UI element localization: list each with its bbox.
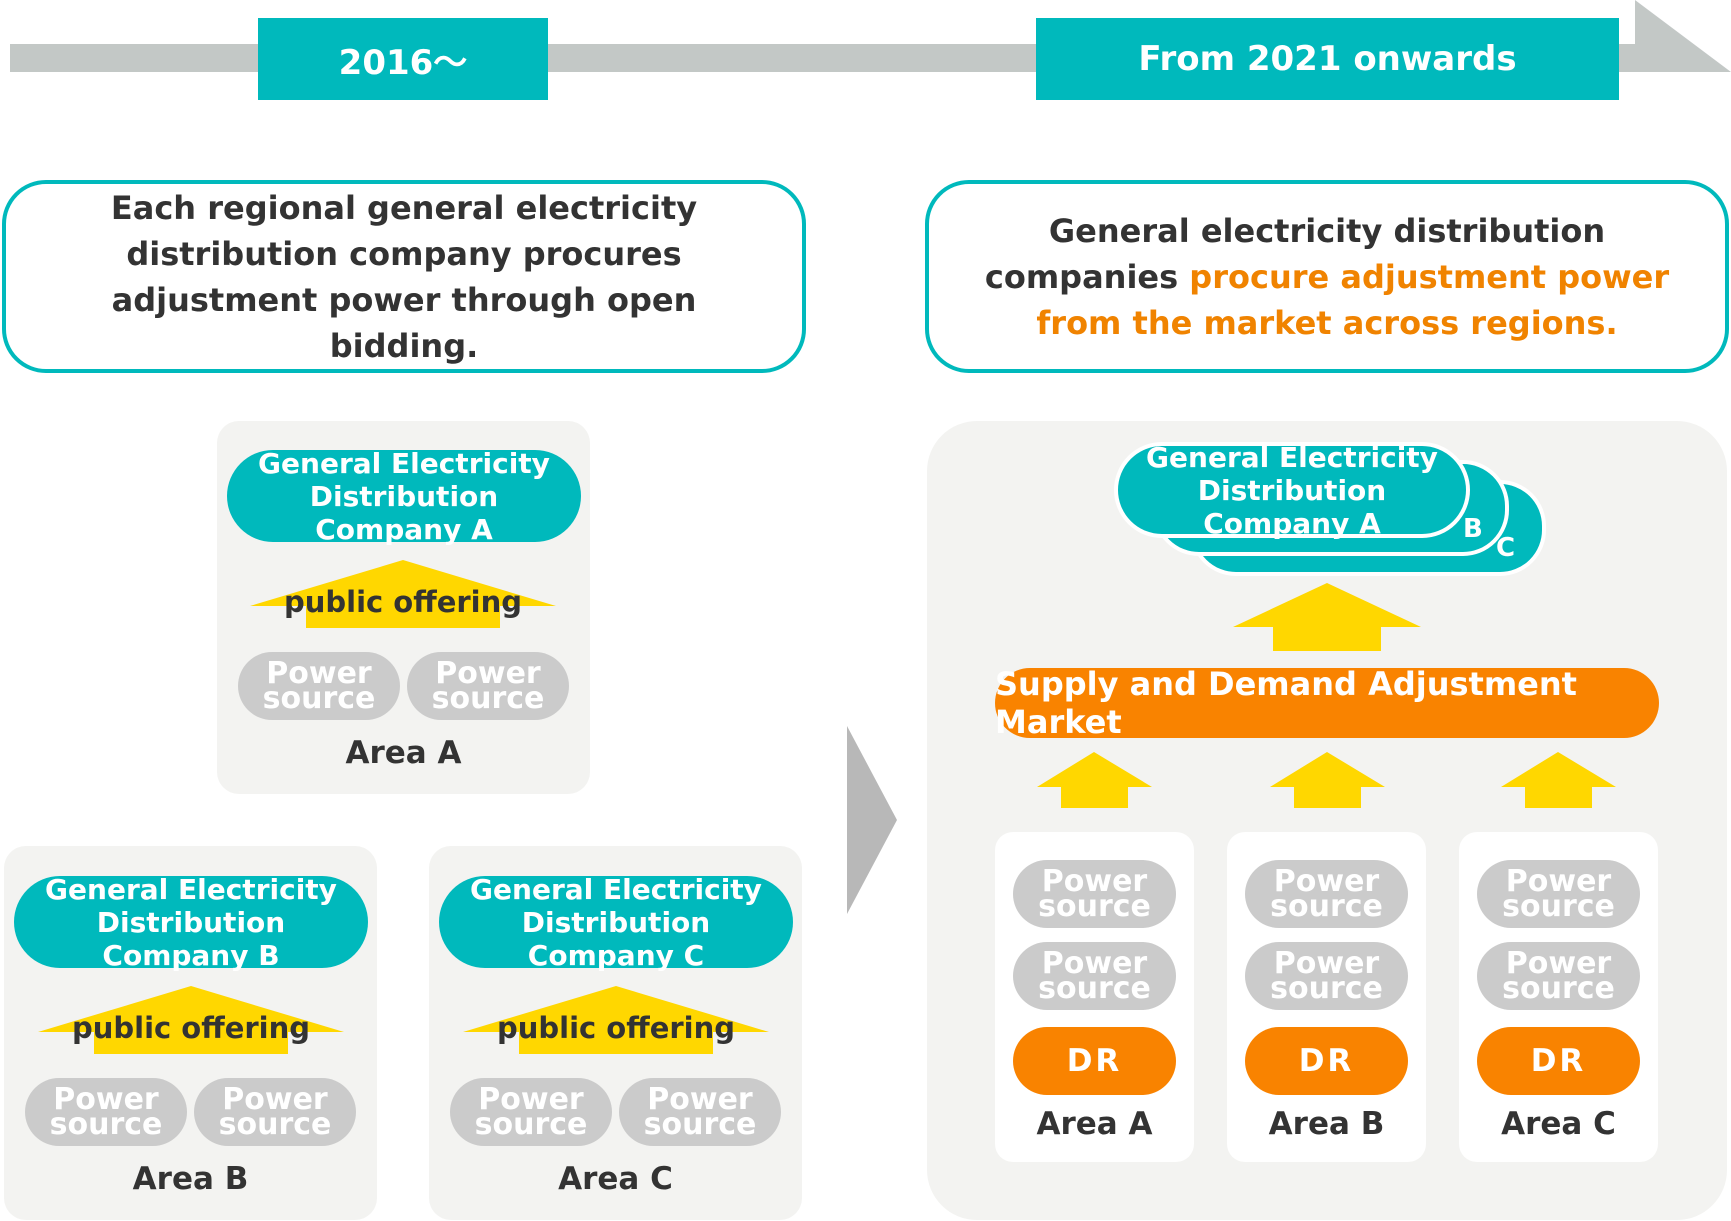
right-description-plain: General electricity distribution compani… bbox=[984, 211, 1606, 296]
right-description-text: General electricity distribution compani… bbox=[959, 208, 1695, 346]
power-source: Power source bbox=[407, 652, 569, 720]
area-label-c: Area C bbox=[558, 1161, 673, 1197]
up-arrow-icon bbox=[38, 986, 344, 1054]
up-arrow-icon bbox=[1233, 583, 1421, 651]
left-description: Each regional general electricity distri… bbox=[2, 180, 806, 373]
right-area-label-b: Area B bbox=[1268, 1106, 1385, 1142]
right-description-highlight: procure adjustment power from the market… bbox=[1036, 257, 1670, 342]
offering-label-b: public offering bbox=[71, 1011, 311, 1045]
transition-chevron-icon bbox=[847, 726, 897, 914]
dr-badge: DR bbox=[1477, 1027, 1640, 1095]
right-area-label-a: Area A bbox=[1036, 1106, 1153, 1142]
up-arrow-icon bbox=[1501, 752, 1616, 808]
power-source: Power source bbox=[194, 1078, 356, 1146]
area-label-a: Area A bbox=[345, 735, 462, 771]
company-b-badge: General Electricity Distribution Company… bbox=[14, 873, 368, 972]
power-source: Power source bbox=[1013, 860, 1176, 928]
power-source: Power source bbox=[619, 1078, 781, 1146]
dr-badge: DR bbox=[1245, 1027, 1408, 1095]
up-arrow-icon bbox=[1037, 752, 1152, 808]
left-description-text: Each regional general electricity distri… bbox=[110, 188, 698, 365]
power-source: Power source bbox=[1477, 942, 1640, 1010]
timeline-start-label: 2016～ bbox=[258, 18, 548, 100]
company-a-badge: General Electricity Distribution Company… bbox=[227, 447, 581, 546]
up-arrow-icon bbox=[1270, 752, 1385, 808]
company-stack-letter-c: C bbox=[1496, 533, 1516, 563]
power-source: Power source bbox=[1477, 860, 1640, 928]
power-source: Power source bbox=[450, 1078, 612, 1146]
power-source: Power source bbox=[25, 1078, 187, 1146]
company-stack-letter-b: B bbox=[1463, 514, 1483, 544]
power-source: Power source bbox=[1013, 942, 1176, 1010]
timeline-end-label: From 2021 onwards bbox=[1036, 18, 1619, 100]
right-description: General electricity distribution compani… bbox=[925, 180, 1729, 373]
offering-label-c: public offering bbox=[496, 1011, 736, 1045]
area-label-b: Area B bbox=[132, 1161, 249, 1197]
right-area-label-c: Area C bbox=[1501, 1106, 1616, 1142]
up-arrow-icon bbox=[250, 560, 556, 628]
power-source: Power source bbox=[238, 652, 400, 720]
power-source: Power source bbox=[1245, 942, 1408, 1010]
offering-label-a: public offering bbox=[283, 585, 523, 619]
up-arrow-icon bbox=[463, 986, 769, 1054]
company-stack-a: General Electricity Distribution Company… bbox=[1114, 441, 1470, 540]
company-c-badge: General Electricity Distribution Company… bbox=[439, 873, 793, 972]
power-source: Power source bbox=[1245, 860, 1408, 928]
dr-badge: DR bbox=[1013, 1027, 1176, 1095]
adjustment-market-bar: Supply and Demand Adjustment Market bbox=[995, 665, 1659, 741]
timeline-arrow-icon bbox=[1635, 0, 1731, 72]
